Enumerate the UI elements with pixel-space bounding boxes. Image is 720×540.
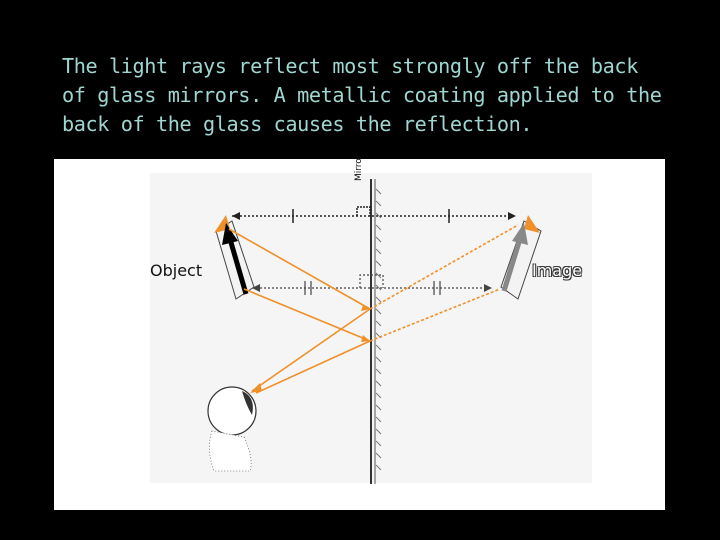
mirror-hatching [375, 188, 382, 471]
eye-illustration [207, 386, 257, 472]
virtual-rays [369, 224, 519, 342]
image-arrow [501, 238, 523, 292]
top-distance-marker [232, 206, 516, 223]
mirror [370, 179, 382, 484]
ray-arrowhead [361, 305, 370, 311]
caption-line-3: back of the glass causes the reflection. [62, 112, 533, 136]
ray-arrowhead-eye [250, 383, 262, 393]
lower-distance-marker [252, 274, 492, 295]
mirror-label: Mirror [354, 154, 364, 181]
light-rays [228, 228, 371, 394]
object-label: Object [150, 261, 203, 280]
mirror-diagram: Object Image Mirror [54, 154, 665, 510]
caption-line-1: The light rays reflect most strongly off… [62, 54, 638, 78]
image-label: Image [532, 261, 583, 280]
object-candle [214, 215, 255, 300]
diagram-graphic [150, 173, 592, 484]
caption-text: The light rays reflect most strongly off… [62, 52, 662, 139]
ray-arrowhead [361, 335, 370, 342]
caption-line-2: of glass mirrors. A metallic coating app… [62, 83, 662, 107]
image-candle [500, 215, 542, 300]
object-arrow [227, 238, 249, 295]
